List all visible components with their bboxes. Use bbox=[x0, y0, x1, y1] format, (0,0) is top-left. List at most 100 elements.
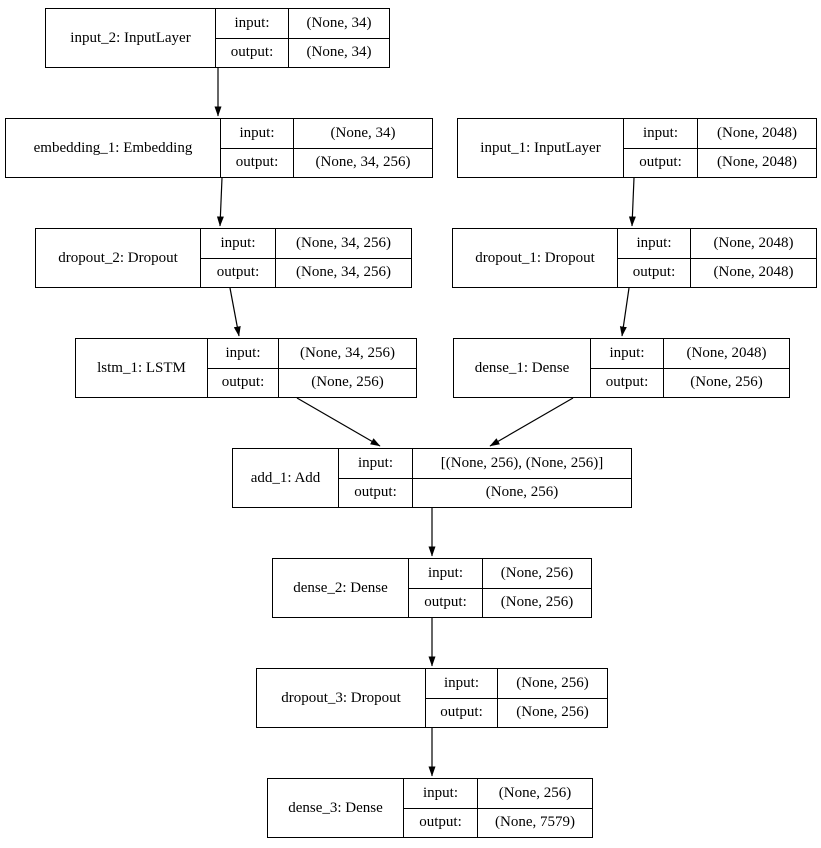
input-label: input: bbox=[591, 339, 664, 368]
layer-name: dense_2: Dense bbox=[273, 559, 409, 617]
edge-dense_1-add_1 bbox=[489, 397, 574, 447]
input-shape: (None, 2048) bbox=[713, 234, 794, 251]
input-label: input: bbox=[409, 559, 483, 588]
io-row-input: input: (None, 34, 256) bbox=[208, 339, 416, 369]
input-label: input: bbox=[339, 449, 413, 478]
io-row-output: output: (None, 256) bbox=[409, 588, 591, 617]
output-label: output: bbox=[404, 808, 478, 837]
io-row-input: input: (None, 2048) bbox=[618, 229, 816, 259]
input-shape: (None, 256) bbox=[516, 674, 589, 691]
io-row-output: output: (None, 34, 256) bbox=[221, 148, 432, 177]
io-row-input: input: (None, 2048) bbox=[624, 119, 816, 149]
io-table: input: (None, 256) output: (None, 256) bbox=[409, 559, 591, 617]
node-dropout_2: dropout_2: Dropout input: (None, 34, 256… bbox=[35, 228, 412, 288]
io-row-output: output: (None, 7579) bbox=[404, 808, 592, 837]
output-shape: (None, 256) bbox=[485, 484, 559, 501]
io-table: input: (None, 34) output: (None, 34, 256… bbox=[221, 119, 432, 177]
io-row-output: output: (None, 34, 256) bbox=[201, 258, 411, 287]
io-row-output: output: (None, 2048) bbox=[624, 148, 816, 177]
io-row-output: output: (None, 256) bbox=[339, 478, 631, 507]
node-dense_1: dense_1: Dense input: (None, 2048) outpu… bbox=[453, 338, 790, 398]
layer-name: embedding_1: Embedding bbox=[6, 119, 221, 177]
input-label: input: bbox=[221, 119, 294, 148]
output-label: output: bbox=[624, 148, 698, 177]
edge-embedding_1-dropout_2 bbox=[216, 177, 224, 227]
edge-input_1-dropout_1 bbox=[628, 177, 636, 227]
io-row-output: output: (None, 256) bbox=[591, 368, 789, 397]
io-table: input: (None, 2048) output: (None, 256) bbox=[591, 339, 789, 397]
input-shape: (None, 256) bbox=[500, 564, 574, 581]
output-label: output: bbox=[409, 588, 483, 617]
output-shape: (None, 7579) bbox=[495, 814, 575, 831]
input-shape: (None, 256) bbox=[498, 784, 572, 801]
node-dense_2: dense_2: Dense input: (None, 256) output… bbox=[272, 558, 592, 618]
io-table: input: (None, 34, 256) output: (None, 34… bbox=[201, 229, 411, 287]
node-embedding_1: embedding_1: Embedding input: (None, 34)… bbox=[5, 118, 433, 178]
input-label: input: bbox=[618, 229, 691, 258]
io-table: input: (None, 34, 256) output: (None, 25… bbox=[208, 339, 416, 397]
input-label: input: bbox=[624, 119, 698, 148]
output-shape: (None, 2048) bbox=[713, 264, 794, 281]
layer-name: add_1: Add bbox=[233, 449, 339, 507]
edge-lstm_1-add_1 bbox=[296, 397, 381, 447]
io-row-input: input: (None, 2048) bbox=[591, 339, 789, 369]
io-table: input: (None, 256) output: (None, 256) bbox=[426, 669, 607, 727]
output-label: output: bbox=[221, 148, 294, 177]
io-table: input: (None, 34) output: (None, 34) bbox=[216, 9, 389, 67]
output-shape: (None, 34, 256) bbox=[315, 154, 411, 171]
layer-name: input_2: InputLayer bbox=[46, 9, 216, 67]
io-row-input: input: [(None, 256), (None, 256)] bbox=[339, 449, 631, 479]
output-shape: (None, 256) bbox=[311, 374, 384, 391]
output-label: output: bbox=[618, 258, 691, 287]
input-label: input: bbox=[216, 9, 289, 38]
output-label: output: bbox=[208, 368, 279, 397]
input-shape: [(None, 256), (None, 256)] bbox=[440, 454, 604, 471]
io-row-output: output: (None, 256) bbox=[208, 368, 416, 397]
output-shape: (None, 256) bbox=[690, 374, 763, 391]
output-label: output: bbox=[591, 368, 664, 397]
input-label: input: bbox=[426, 669, 498, 698]
output-label: output: bbox=[216, 38, 289, 67]
node-dropout_3: dropout_3: Dropout input: (None, 256) ou… bbox=[256, 668, 608, 728]
edge-dropout_2-lstm_1 bbox=[229, 287, 241, 337]
input-shape: (None, 2048) bbox=[717, 124, 797, 141]
io-table: input: (None, 2048) output: (None, 2048) bbox=[618, 229, 816, 287]
output-shape: (None, 2048) bbox=[717, 154, 797, 171]
input-shape: (None, 34, 256) bbox=[296, 234, 391, 251]
io-table: input: (None, 2048) output: (None, 2048) bbox=[624, 119, 816, 177]
edge-dropout_1-dense_1 bbox=[619, 287, 630, 337]
io-row-input: input: (None, 34) bbox=[216, 9, 389, 39]
input-shape: (None, 2048) bbox=[686, 344, 767, 361]
output-shape: (None, 34, 256) bbox=[296, 264, 391, 281]
node-input_1: input_1: InputLayer input: (None, 2048) … bbox=[457, 118, 817, 178]
layer-name: dropout_3: Dropout bbox=[257, 669, 426, 727]
layer-name: dense_3: Dense bbox=[268, 779, 404, 837]
input-label: input: bbox=[208, 339, 279, 368]
input-label: input: bbox=[404, 779, 478, 808]
node-dropout_1: dropout_1: Dropout input: (None, 2048) o… bbox=[452, 228, 817, 288]
io-row-input: input: (None, 256) bbox=[409, 559, 591, 589]
output-shape: (None, 256) bbox=[500, 594, 574, 611]
layer-name: lstm_1: LSTM bbox=[76, 339, 208, 397]
io-table: input: (None, 256) output: (None, 7579) bbox=[404, 779, 592, 837]
input-shape: (None, 34) bbox=[330, 124, 396, 141]
input-shape: (None, 34, 256) bbox=[300, 344, 395, 361]
node-dense_3: dense_3: Dense input: (None, 256) output… bbox=[267, 778, 593, 838]
layer-name: dense_1: Dense bbox=[454, 339, 591, 397]
input-shape: (None, 34) bbox=[306, 14, 372, 31]
io-row-input: input: (None, 256) bbox=[404, 779, 592, 809]
output-shape: (None, 34) bbox=[306, 44, 372, 61]
node-lstm_1: lstm_1: LSTM input: (None, 34, 256) outp… bbox=[75, 338, 417, 398]
io-table: input: [(None, 256), (None, 256)] output… bbox=[339, 449, 631, 507]
output-label: output: bbox=[339, 478, 413, 507]
io-row-output: output: (None, 256) bbox=[426, 698, 607, 727]
layer-name: dropout_1: Dropout bbox=[453, 229, 618, 287]
io-row-input: input: (None, 34) bbox=[221, 119, 432, 149]
node-input_2: input_2: InputLayer input: (None, 34) ou… bbox=[45, 8, 390, 68]
output-label: output: bbox=[201, 258, 276, 287]
output-shape: (None, 256) bbox=[516, 704, 589, 721]
io-row-output: output: (None, 34) bbox=[216, 38, 389, 67]
node-add_1: add_1: Add input: [(None, 256), (None, 2… bbox=[232, 448, 632, 508]
input-label: input: bbox=[201, 229, 276, 258]
